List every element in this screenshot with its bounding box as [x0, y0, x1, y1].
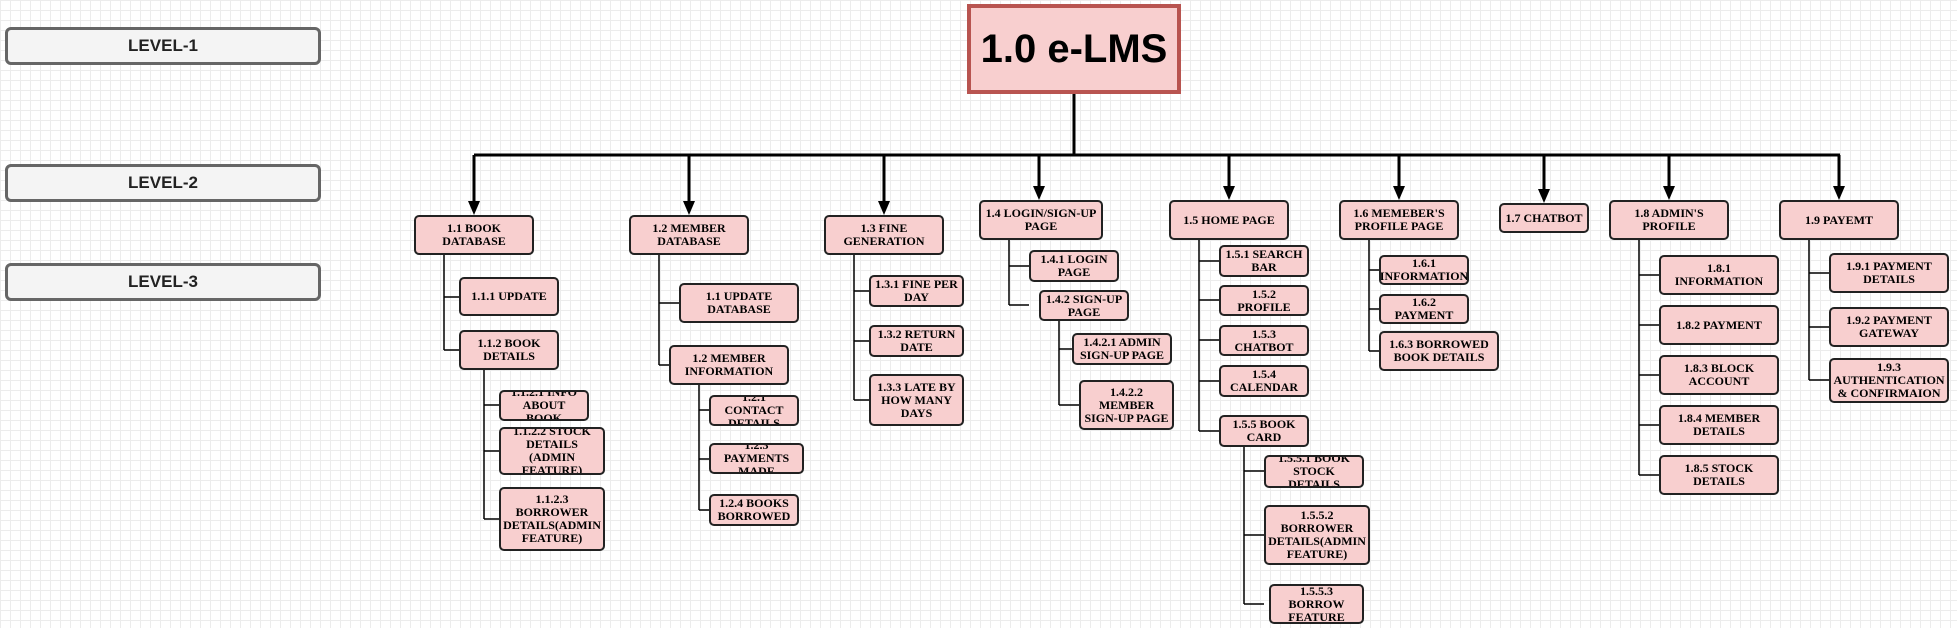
branch-arrow-5 — [1223, 186, 1235, 200]
node-1-4-2-1: 1.4.2.1 ADMIN SIGN-UP PAGE — [1072, 333, 1172, 365]
node-1-5-5-2: 1.5.5.2 BORROWER DETAILS(ADMIN FEATURE) — [1264, 505, 1370, 565]
node-1-5-2: 1.5.2 PROFILE — [1219, 285, 1309, 316]
node-1-2-2: 1.2 MEMBER INFORMATION — [669, 345, 789, 385]
node-1-1-2-3: 1.1.2.3 BORROWER DETAILS(ADMIN FEATURE) — [499, 487, 605, 551]
branch-arrow-1 — [468, 201, 480, 215]
node-1-1-1: 1.1.1 UPDATE — [459, 277, 559, 316]
level-2-label: LEVEL-2 — [5, 164, 321, 202]
node-1-8-2: 1.8.2 PAYMENT — [1659, 305, 1779, 345]
node-1-1-2-2: 1.1.2.2 STOCK DETAILS (ADMIN FEATURE) — [499, 427, 605, 475]
branch-arrow-4 — [1033, 186, 1045, 200]
node-1-8-1: 1.8.1 INFORMATION — [1659, 255, 1779, 295]
node-1-5-5-3: 1.5.5.3 BORROW FEATURE — [1269, 584, 1364, 624]
node-1-2: 1.2 MEMBER DATABASE — [629, 215, 749, 255]
node-1-4-1: 1.4.1 LOGIN PAGE — [1029, 250, 1119, 282]
branch-arrow-9 — [1833, 186, 1845, 200]
node-1-2-2-3: 1.2.4 BOOKS BORROWED — [709, 494, 799, 526]
node-1-2-1: 1.1 UPDATE DATABASE — [679, 283, 799, 323]
node-1-9: 1.9 PAYEMT — [1779, 200, 1899, 240]
node-1-5: 1.5 HOME PAGE — [1169, 200, 1289, 240]
node-1-4-2-2: 1.4.2.2 MEMBER SIGN-UP PAGE — [1079, 380, 1174, 430]
node-1-5-5-1: 1.5.5.1 BOOK STOCK DETAILS — [1264, 455, 1364, 488]
node-1-2-2-1: 1.2.1 CONTACT DETAILS — [709, 395, 799, 426]
branch-arrow-7 — [1538, 189, 1550, 203]
node-1-2-2-2: 1.2.3 PAYMENTS MADE — [709, 443, 804, 474]
node-1-3-2: 1.3.2 RETURN DATE — [869, 325, 964, 357]
branch-arrow-2 — [683, 201, 695, 215]
node-1-3-3: 1.3.3 LATE BY HOW MANY DAYS — [869, 374, 964, 426]
node-1-8: 1.8 ADMIN'S PROFILE — [1609, 200, 1729, 240]
node-1-3: 1.3 FINE GENERATION — [824, 215, 944, 255]
node-1-6: 1.6 MEMEBER'S PROFILE PAGE — [1339, 200, 1459, 240]
level-3-label: LEVEL-3 — [5, 263, 321, 301]
node-1-5-1: 1.5.1 SEARCH BAR — [1219, 245, 1309, 277]
node-1-4-2: 1.4.2 SIGN-UP PAGE — [1039, 290, 1129, 321]
node-1-9-3: 1.9.3 AUTHENTICATION & CONFIRMAION — [1829, 358, 1949, 403]
node-1-6-3: 1.6.3 BORROWED BOOK DETAILS — [1379, 331, 1499, 371]
node-1-4: 1.4 LOGIN/SIGN-UP PAGE — [979, 200, 1103, 240]
node-1-1: 1.1 BOOK DATABASE — [414, 215, 534, 255]
node-1-5-4: 1.5.4 CALENDAR — [1219, 365, 1309, 397]
branch-arrow-3 — [878, 201, 890, 215]
node-1-8-4: 1.8.4 MEMBER DETAILS — [1659, 405, 1779, 445]
node-1-6-2: 1.6.2 PAYMENT — [1379, 294, 1469, 324]
node-1-5-3: 1.5.3 CHATBOT — [1219, 325, 1309, 356]
node-1-8-5: 1.8.5 STOCK DETAILS — [1659, 455, 1779, 495]
branch-arrow-6 — [1393, 186, 1405, 200]
node-1-9-2: 1.9.2 PAYMENT GATEWAY — [1829, 307, 1949, 347]
branch-arrow-8 — [1663, 186, 1675, 200]
node-1-5-5: 1.5.5 BOOK CARD — [1219, 415, 1309, 447]
node-1-3-1: 1.3.1 FINE PER DAY — [869, 275, 964, 307]
level-1-label: LEVEL-1 — [5, 27, 321, 65]
root-node: 1.0 e-LMS — [967, 4, 1181, 94]
node-1-1-2-1: 1.1.2.1 INFO ABOUT BOOK — [499, 390, 589, 421]
node-1-8-3: 1.8.3 BLOCK ACCOUNT — [1659, 355, 1779, 395]
node-1-1-2: 1.1.2 BOOK DETAILS — [459, 330, 559, 370]
node-1-7: 1.7 CHATBOT — [1499, 203, 1589, 233]
node-1-6-1: 1.6.1 INFORMATION — [1379, 255, 1469, 285]
node-1-9-1: 1.9.1 PAYMENT DETAILS — [1829, 253, 1949, 293]
